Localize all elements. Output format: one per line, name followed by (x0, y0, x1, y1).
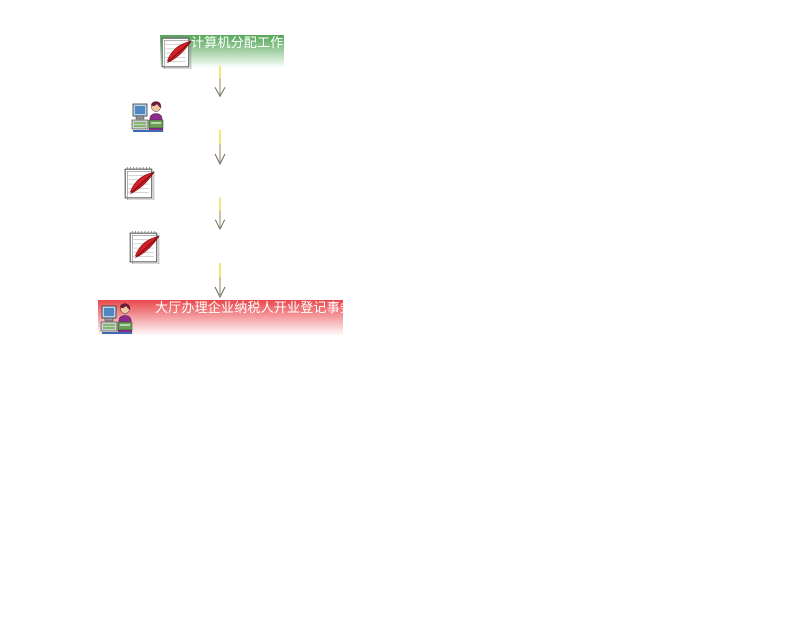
flow-arrow-3 (214, 197, 226, 231)
notepad-feather-icon (159, 35, 193, 69)
flow-step-5-label: 大厅办理企业纳税人开业登记事务 (155, 301, 354, 316)
flow-step-5-box: 大厅办理企业纳税人开业登记事务 (98, 300, 353, 336)
clerk-at-computer-icon (130, 98, 168, 134)
flow-arrow-2 (214, 130, 226, 166)
flow-arrow-1 (214, 66, 226, 98)
notepad-feather-icon (127, 230, 161, 264)
flow-arrow-4 (214, 262, 226, 300)
notepad-feather-icon (122, 166, 156, 200)
flow-step-1-label: 计算机分配工作 (191, 36, 284, 51)
clerk-at-computer-icon (99, 300, 137, 336)
